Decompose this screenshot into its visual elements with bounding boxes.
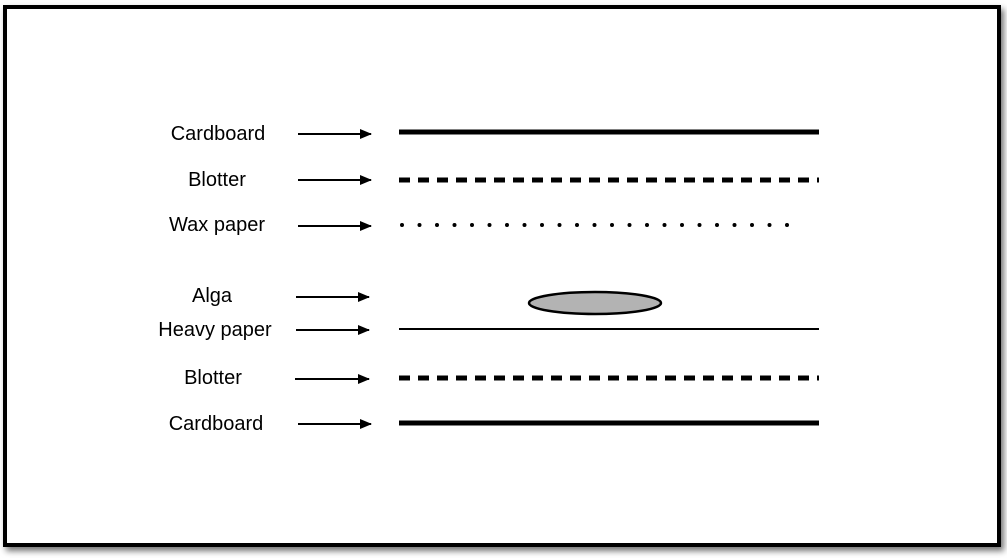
layer-cardboard-bottom: Cardboard <box>169 413 819 435</box>
layer-label: Blotter <box>188 169 246 191</box>
layer-cardboard-top: Cardboard <box>171 123 819 145</box>
layer-blotter-bottom: Blotter <box>184 367 819 389</box>
alga-ellipse <box>527 290 663 316</box>
layer-label: Cardboard <box>169 413 264 435</box>
diagram-frame: Cardboard Blotter Wax paper Alga Heavy p… <box>3 5 1001 547</box>
layer-label: Wax paper <box>169 214 265 236</box>
layer-label: Alga <box>192 285 233 307</box>
plant-press-diagram: Cardboard Blotter Wax paper Alga Heavy p… <box>158 123 819 435</box>
layer-heavy-paper: Heavy paper <box>158 319 819 341</box>
layer-label: Cardboard <box>171 123 266 145</box>
layer-label: Blotter <box>184 367 242 389</box>
layer-alga: Alga <box>192 285 663 316</box>
layer-blotter-top: Blotter <box>188 169 819 191</box>
layer-wax-paper: Wax paper <box>169 214 799 236</box>
layer-label: Heavy paper <box>158 319 272 341</box>
